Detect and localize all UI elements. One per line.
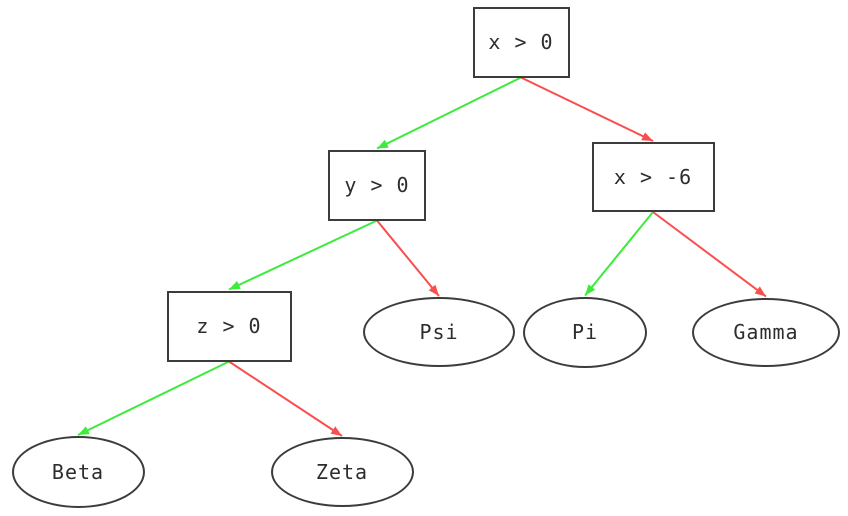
edge-x_gt_0-to-x_gt_neg6 <box>520 76 654 142</box>
edge-x_gt_neg6-to-gamma <box>652 211 767 298</box>
edge-z_gt_0-to-zeta <box>228 360 343 437</box>
node-label: Zeta <box>315 460 369 484</box>
node-label: Beta <box>51 460 105 484</box>
edge-z_gt_0-to-beta <box>77 360 230 436</box>
decision-node-y-gt-0: y > 0 <box>328 149 426 221</box>
node-label: Gamma <box>733 320 799 344</box>
decision-node-x-gt-0: x > 0 <box>472 6 570 78</box>
node-label: Psi <box>419 320 459 344</box>
node-label: x > -6 <box>613 165 693 189</box>
leaf-node-beta: Beta <box>11 436 145 508</box>
edge-y_gt_0-to-z_gt_0 <box>228 219 378 291</box>
node-label: z > 0 <box>196 314 262 338</box>
edge-y_gt_0-to-psi <box>376 219 440 297</box>
decision-node-z-gt-0: z > 0 <box>166 290 292 362</box>
leaf-node-zeta: Zeta <box>270 437 414 507</box>
node-label: x > 0 <box>488 30 554 54</box>
leaf-node-psi: Psi <box>363 297 515 367</box>
leaf-node-gamma: Gamma <box>692 297 840 367</box>
leaf-node-pi: Pi <box>523 296 647 368</box>
decision-node-x-gt-neg6: x > -6 <box>591 142 715 212</box>
edge-x_gt_neg6-to-pi <box>584 211 654 297</box>
node-label: y > 0 <box>344 173 410 197</box>
node-label: Pi <box>571 320 599 344</box>
edge-x_gt_0-to-y_gt_0 <box>376 76 522 150</box>
